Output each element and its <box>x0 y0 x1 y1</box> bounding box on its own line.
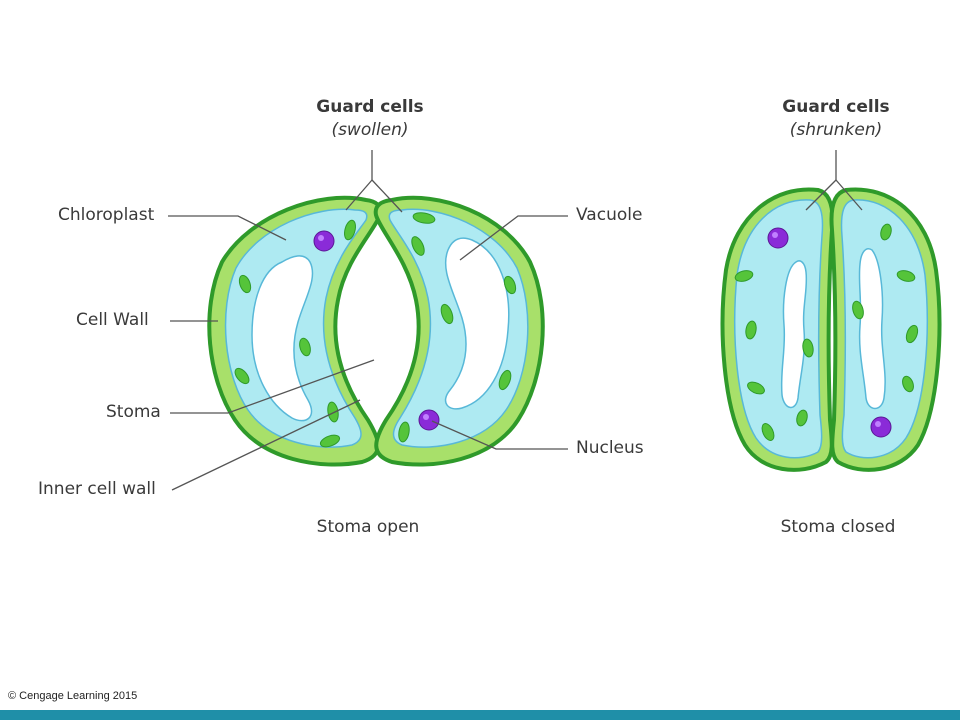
closed-left-vacuole <box>780 260 808 409</box>
vacuole-label: Vacuole <box>576 205 643 225</box>
chloroplast <box>896 270 916 282</box>
inner-wall-leader-line <box>171 399 361 491</box>
chloroplast <box>411 236 425 256</box>
closed-left-guard-cell <box>720 187 835 472</box>
stoma-closed-caption: Stoma closed <box>780 517 896 537</box>
chloroplast <box>344 219 356 241</box>
closed-right-guard-cell <box>829 187 942 472</box>
chloroplast <box>412 212 436 224</box>
chloroplast <box>796 409 808 427</box>
guard-cells-bracket-line <box>345 179 373 211</box>
open-leader-lines <box>168 150 568 491</box>
chloroplast <box>398 421 410 443</box>
chloroplast <box>747 381 765 395</box>
chloroplast <box>234 367 250 385</box>
open-right-vacuole <box>444 237 510 410</box>
guard-cells-bracket-line <box>835 179 863 211</box>
guard-cells-bracket-line <box>371 179 403 213</box>
nucleus <box>870 416 892 438</box>
closed-stoma-group <box>720 150 942 472</box>
open-stoma-group <box>168 150 568 491</box>
chloroplast <box>905 324 919 344</box>
open-guard-cells-title: Guard cells <box>316 97 424 117</box>
nucleus-leader-line <box>431 420 568 450</box>
stoma-leader-line <box>170 359 375 414</box>
closed-leader-lines <box>805 150 863 211</box>
vacuole-leader-line <box>459 215 568 261</box>
chloroplast <box>498 369 512 391</box>
open-left-guard-cell <box>207 195 383 467</box>
guard-cells-bracket-line <box>805 179 837 211</box>
open-left-vacuole <box>251 255 314 422</box>
nucleus-label: Nucleus <box>576 438 644 458</box>
chloroplast <box>902 375 914 393</box>
chloroplast <box>238 274 252 294</box>
open-right-guard-cell <box>373 195 545 467</box>
closed-right-vacuole <box>858 248 886 410</box>
chloroplast <box>761 423 775 441</box>
chloroplast-label: Chloroplast <box>58 205 155 225</box>
chloroplast <box>440 303 454 325</box>
chloroplast <box>802 338 814 358</box>
closed-guard-cells-title: Guard cells <box>782 97 890 117</box>
chloroplast <box>852 300 864 320</box>
nucleus <box>767 227 789 249</box>
nucleus-highlight <box>875 421 881 427</box>
chloroplast <box>319 434 341 448</box>
nucleus-highlight <box>423 414 429 420</box>
closed-guard-cells-subtitle: (shrunken) <box>789 120 883 140</box>
nucleus-highlight <box>772 232 778 238</box>
bottom-accent-bar <box>0 710 960 720</box>
chloroplast <box>299 337 311 357</box>
stoma-label: Stoma <box>106 402 161 422</box>
nucleus <box>418 409 440 431</box>
chloroplast-leader-line <box>168 215 287 241</box>
chloroplast <box>880 223 892 241</box>
chloroplast <box>734 270 754 282</box>
inner-cell-wall-label: Inner cell wall <box>38 479 156 499</box>
chloroplast <box>745 320 757 340</box>
open-guard-cells-subtitle: (swollen) <box>331 120 409 140</box>
stoma-open-caption: Stoma open <box>316 517 420 537</box>
chloroplast <box>503 275 517 295</box>
nucleus-highlight <box>318 235 324 241</box>
copyright-notice: © Cengage Learning 2015 <box>8 690 138 702</box>
cell-wall-label: Cell Wall <box>76 310 149 330</box>
nucleus <box>313 230 335 252</box>
